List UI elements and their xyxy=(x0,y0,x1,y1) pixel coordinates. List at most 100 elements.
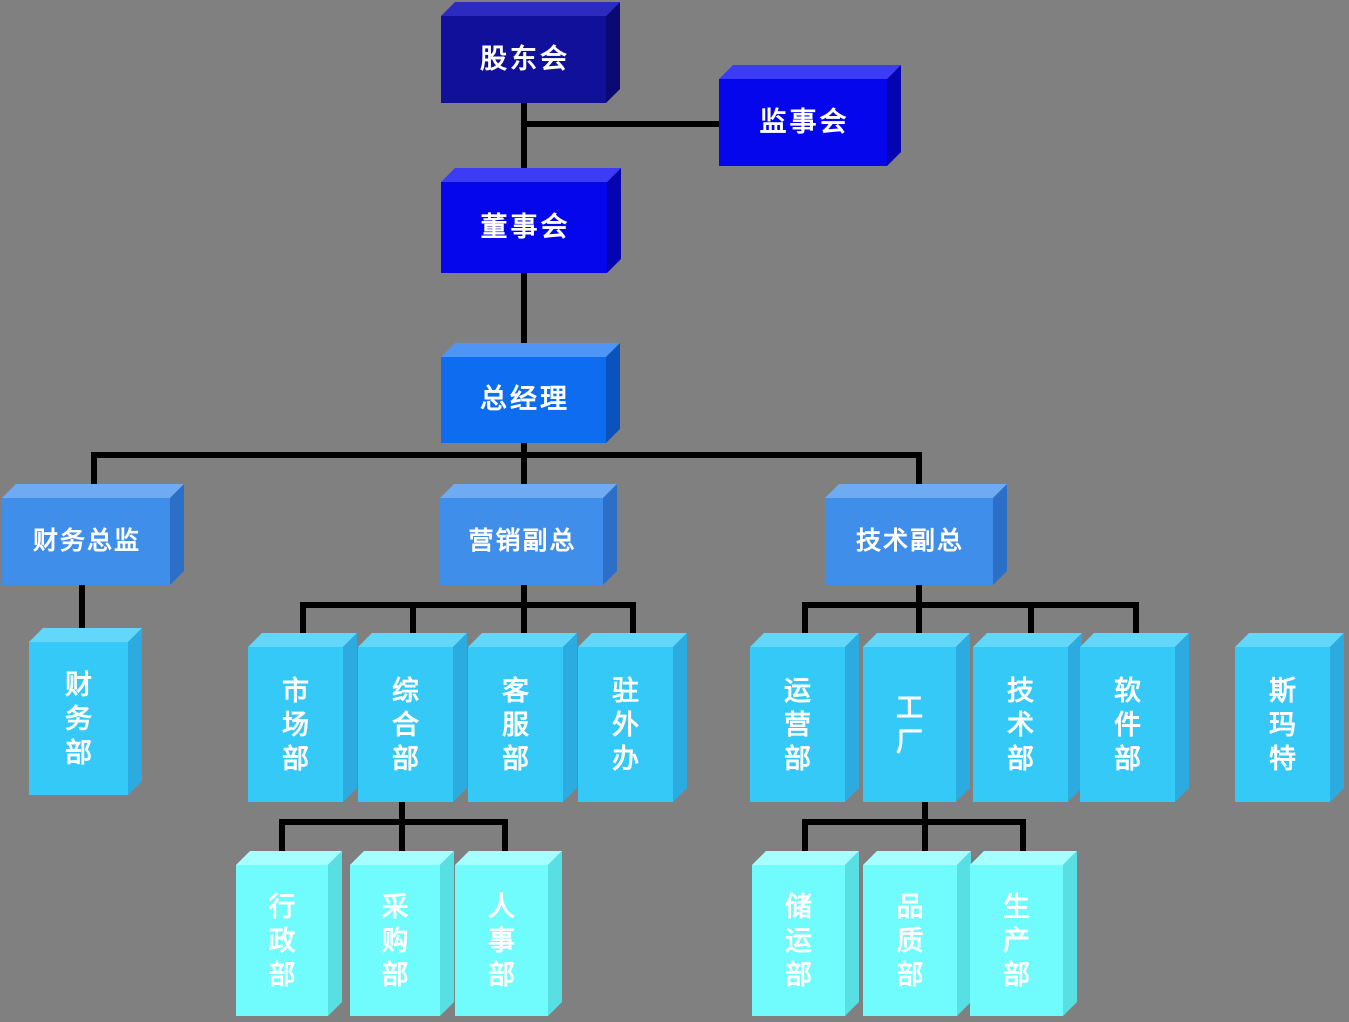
node-storage-dept: 储 运 部 xyxy=(752,851,859,1016)
connector-drop-storage-dept xyxy=(802,819,808,871)
box-top-face xyxy=(440,484,617,498)
node-label: 运 营 部 xyxy=(784,675,811,774)
node-software-dept: 软 件 部 xyxy=(1080,633,1189,802)
box-side-face xyxy=(845,851,859,1016)
connector-marketing-children-h xyxy=(300,602,636,608)
box-side-face xyxy=(607,168,621,273)
connector-finance-dept xyxy=(79,585,85,655)
box-side-face xyxy=(957,851,971,1016)
box-front-face: 总经理 xyxy=(441,357,606,443)
node-label: 营销副总 xyxy=(468,526,577,555)
box-top-face xyxy=(468,633,577,647)
node-technology-vp: 技术副总 xyxy=(825,484,1007,585)
box-top-face xyxy=(441,168,621,182)
node-technology-dept: 技 术 部 xyxy=(973,633,1082,802)
box-front-face: 董事会 xyxy=(441,182,607,273)
box-front-face: 技 术 部 xyxy=(973,647,1068,802)
connector-drop-operations-dept xyxy=(802,602,808,650)
node-shareholders: 股东会 xyxy=(441,2,620,103)
box-top-face xyxy=(350,851,454,865)
node-label: 市 场 部 xyxy=(282,675,309,774)
box-front-face: 斯 玛 特 xyxy=(1235,647,1330,802)
box-top-face xyxy=(970,851,1077,865)
node-label: 采 购 部 xyxy=(381,891,409,990)
connector-gm-children-h xyxy=(91,452,919,458)
node-label: 工 厂 xyxy=(896,692,923,757)
node-general-manager: 总经理 xyxy=(441,343,620,443)
node-board-of-directors: 董事会 xyxy=(441,168,621,273)
connector-drop-software-dept xyxy=(1133,602,1139,650)
node-label: 客 服 部 xyxy=(502,675,529,774)
box-top-face xyxy=(1080,633,1189,647)
box-side-face xyxy=(887,65,901,166)
connector-drop-finance-director xyxy=(91,452,97,498)
node-smart: 斯 玛 特 xyxy=(1235,633,1344,802)
box-front-face: 行 政 部 xyxy=(236,865,328,1016)
box-front-face: 财务总监 xyxy=(2,498,170,585)
box-side-face xyxy=(993,484,1007,585)
box-front-face: 股东会 xyxy=(441,16,606,103)
node-hr-dept: 人 事 部 xyxy=(455,851,562,1016)
connector-general-affairs-children-h xyxy=(279,819,508,825)
box-front-face: 软 件 部 xyxy=(1080,647,1175,802)
node-label: 技术副总 xyxy=(855,526,964,555)
box-side-face xyxy=(1175,633,1189,802)
box-top-face xyxy=(825,484,1007,498)
connector-drop-production-dept xyxy=(1020,819,1026,871)
box-side-face xyxy=(603,484,617,585)
box-top-face xyxy=(863,851,971,865)
node-label: 财 务 部 xyxy=(65,669,92,768)
box-side-face xyxy=(440,851,454,1016)
box-front-face: 生 产 部 xyxy=(970,865,1063,1016)
box-side-face xyxy=(548,851,562,1016)
connector-factory-children-h xyxy=(802,819,1026,825)
box-front-face: 人 事 部 xyxy=(455,865,548,1016)
box-front-face: 综 合 部 xyxy=(358,647,453,802)
box-side-face xyxy=(606,343,620,443)
box-side-face xyxy=(845,633,859,802)
box-side-face xyxy=(453,633,467,802)
node-label: 驻 外 办 xyxy=(612,675,639,774)
box-top-face xyxy=(455,851,562,865)
node-label: 品 质 部 xyxy=(896,891,924,990)
node-label: 股东会 xyxy=(480,43,570,74)
box-top-face xyxy=(2,484,184,498)
box-front-face: 客 服 部 xyxy=(468,647,563,802)
box-top-face xyxy=(863,633,970,647)
node-general-affairs-dept: 综 合 部 xyxy=(358,633,467,802)
node-field-office: 驻 外 办 xyxy=(578,633,687,802)
box-top-face xyxy=(441,343,620,357)
connector-drop-technology-dept xyxy=(1028,602,1034,650)
node-label: 人 事 部 xyxy=(488,891,515,990)
box-side-face xyxy=(956,633,970,802)
connector-drop-market-dept xyxy=(300,602,306,650)
connector-drop-admin-dept xyxy=(279,819,285,871)
box-top-face xyxy=(236,851,342,865)
box-top-face xyxy=(358,633,467,647)
box-side-face xyxy=(1063,851,1077,1016)
connector-general-affairs-trunk xyxy=(399,802,405,872)
node-label: 斯 玛 特 xyxy=(1269,675,1296,774)
box-front-face: 储 运 部 xyxy=(752,865,845,1016)
node-customer-service-dept: 客 服 部 xyxy=(468,633,577,802)
node-market-dept: 市 场 部 xyxy=(248,633,357,802)
node-label: 技 术 部 xyxy=(1007,675,1034,774)
node-label: 总经理 xyxy=(480,384,570,415)
node-label: 软 件 部 xyxy=(1114,675,1141,774)
box-side-face xyxy=(343,633,357,802)
node-purchasing-dept: 采 购 部 xyxy=(350,851,454,1016)
box-top-face xyxy=(752,851,859,865)
box-side-face xyxy=(1330,633,1344,802)
connector-factory-trunk xyxy=(922,802,928,872)
box-top-face xyxy=(248,633,357,647)
node-operations-dept: 运 营 部 xyxy=(750,633,859,802)
box-front-face: 技术副总 xyxy=(825,498,993,585)
connector-drop-hr-dept xyxy=(502,819,508,871)
node-label: 储 运 部 xyxy=(785,891,812,990)
box-front-face: 市 场 部 xyxy=(248,647,343,802)
node-label: 综 合 部 xyxy=(392,675,419,774)
box-side-face xyxy=(606,2,620,103)
box-top-face xyxy=(29,628,142,642)
connector-supervisory-h xyxy=(524,121,719,127)
